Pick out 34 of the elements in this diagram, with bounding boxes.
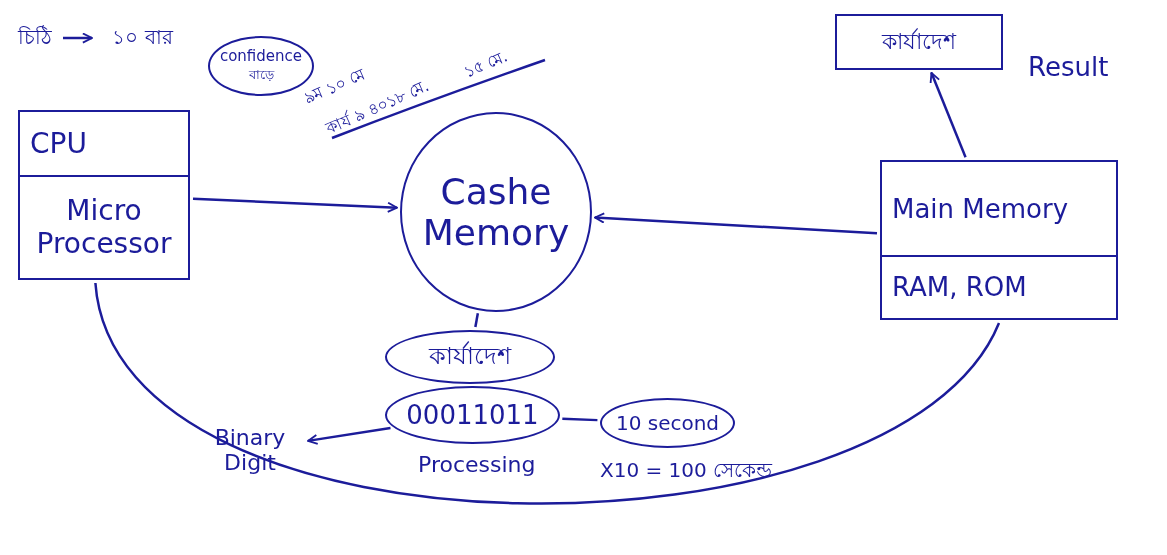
memory-circle	[400, 112, 592, 312]
oval	[600, 398, 735, 448]
arrow	[307, 426, 391, 445]
box-text: Micro Processor	[20, 174, 188, 278]
node-text: কার্যাদেশ	[882, 27, 956, 56]
oval	[385, 330, 555, 384]
node-text: 10 second	[615, 411, 720, 435]
box-text: CPU	[29, 126, 88, 162]
node-text: Cashe Memory	[421, 171, 571, 253]
caption-text: Result	[1028, 52, 1109, 82]
node-text: কার্যাদেশ	[429, 340, 511, 372]
connector-line	[474, 313, 480, 328]
oval	[385, 386, 560, 444]
node-text: ১০ বার	[112, 23, 173, 51]
node-text: Binary Digit	[213, 425, 287, 475]
connector-line	[562, 417, 598, 422]
node-text: 00011011	[406, 400, 539, 430]
box-text: RAM, ROM	[882, 254, 1116, 318]
node-text: বাড়ে	[248, 65, 274, 84]
arrow	[63, 32, 93, 44]
note-text: ৯ম ১০ মে	[300, 63, 369, 110]
arrow	[192, 197, 398, 213]
split-box	[880, 160, 1118, 320]
node-text: চিঠি	[18, 23, 52, 51]
result-box	[835, 14, 1003, 70]
connector-line	[94, 282, 1001, 505]
box-text: Main Memory	[891, 192, 1070, 226]
split-box	[18, 110, 190, 280]
arrow	[929, 71, 967, 158]
note-text: ১৫ মে.	[460, 45, 512, 85]
caption-text: Processing	[418, 452, 536, 477]
caption-text: X10 = 100 সেকেন্ড	[600, 457, 773, 484]
node-text: confidence	[219, 46, 303, 65]
arrow	[593, 212, 878, 235]
